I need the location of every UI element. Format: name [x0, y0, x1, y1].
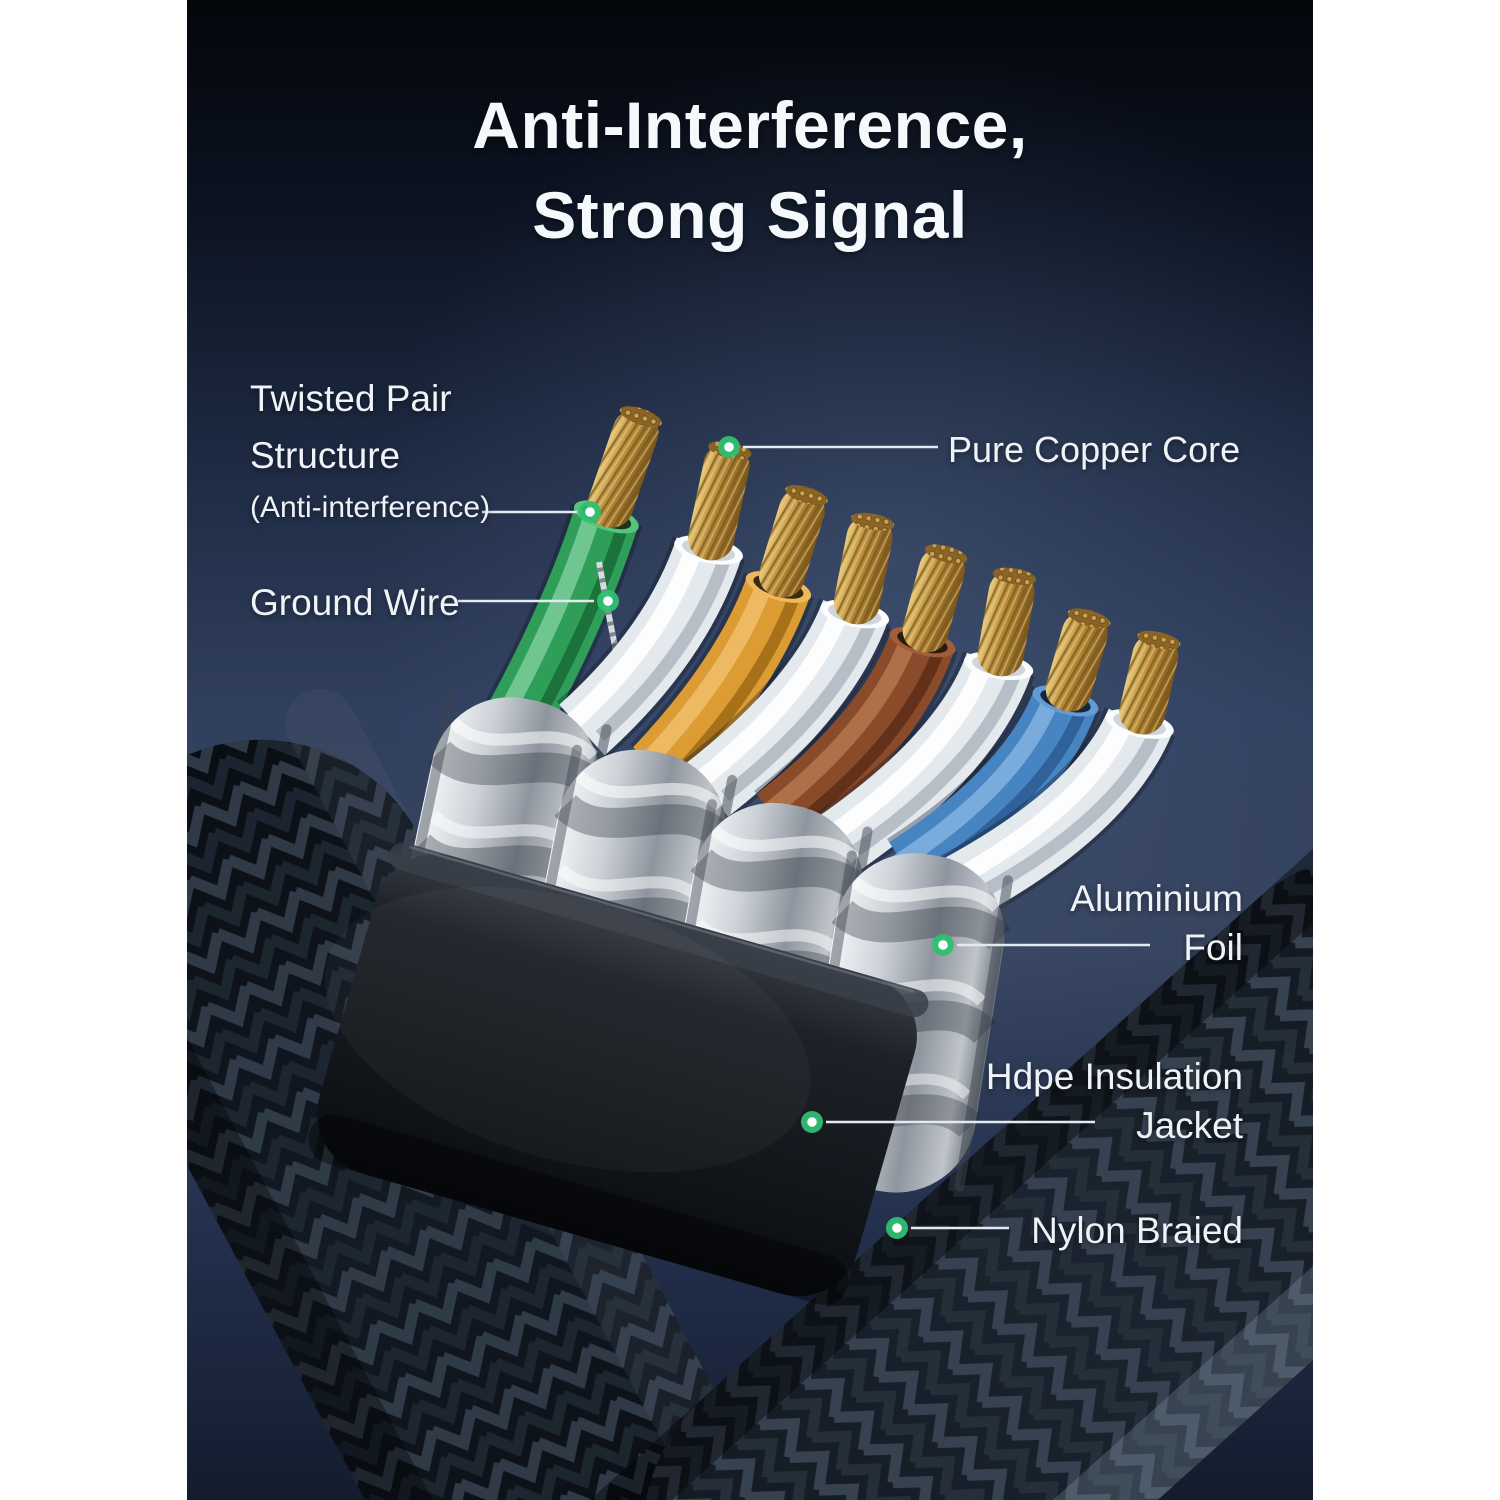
- callout-leaders: [458, 445, 1150, 1230]
- wire-blue: [886, 608, 1111, 902]
- twisted-pair-line-2: Structure: [250, 435, 401, 476]
- title-line-1: Anti-Interference,: [472, 88, 1028, 162]
- nylon-braid-right: [574, 785, 1313, 1500]
- wire-green: [484, 406, 662, 738]
- callout-dots: [579, 436, 954, 1239]
- callout-nylon-braided: Nylon Braied: [1031, 1210, 1243, 1251]
- dot-nylon-braided: [886, 1217, 908, 1239]
- callout-pure-copper-core: Pure Copper Core: [948, 429, 1241, 470]
- aluminium-foil-line-1: Aluminium: [1070, 878, 1243, 919]
- wire-orange: [630, 485, 828, 796]
- wire-white-1: [556, 441, 752, 759]
- wire-white-2: [683, 512, 895, 820]
- twisted-pair-subnote: (Anti-interference): [250, 491, 491, 524]
- callout-twisted-pair-structure: Twisted Pair Structure (Anti-interferenc…: [250, 370, 490, 525]
- page-title: Anti-Interference, Strong Signal: [187, 80, 1313, 260]
- wire-white-4: [938, 630, 1181, 924]
- hdpe-jacket-line-1: Hdpe Insulation: [985, 1056, 1243, 1097]
- callout-aluminium-foil: Aluminium Foil: [1070, 874, 1243, 972]
- wire-brown: [754, 544, 968, 850]
- hdpe-jacket-line-2: Jacket: [1136, 1105, 1243, 1146]
- dot-ground-wire: [597, 590, 619, 612]
- hdpe-jacket: [308, 842, 929, 1305]
- wire-white-3: [815, 567, 1037, 877]
- dot-hdpe-jacket: [801, 1111, 823, 1133]
- dot-twisted-pair: [579, 501, 601, 523]
- dot-pure-copper-core: [718, 436, 740, 458]
- dot-aluminium-foil: [932, 934, 954, 956]
- title-line-2: Strong Signal: [532, 178, 968, 252]
- aluminium-foil-line-2: Foil: [1183, 927, 1243, 968]
- photo-area: Anti-Interference, Strong Signal Twisted…: [187, 0, 1313, 1500]
- callout-ground-wire: Ground Wire: [250, 582, 460, 623]
- cable-illustration: [187, 0, 1313, 1500]
- callout-hdpe-insulation-jacket: Hdpe Insulation Jacket: [986, 1052, 1243, 1150]
- twisted-pair-line-1: Twisted Pair: [250, 378, 452, 419]
